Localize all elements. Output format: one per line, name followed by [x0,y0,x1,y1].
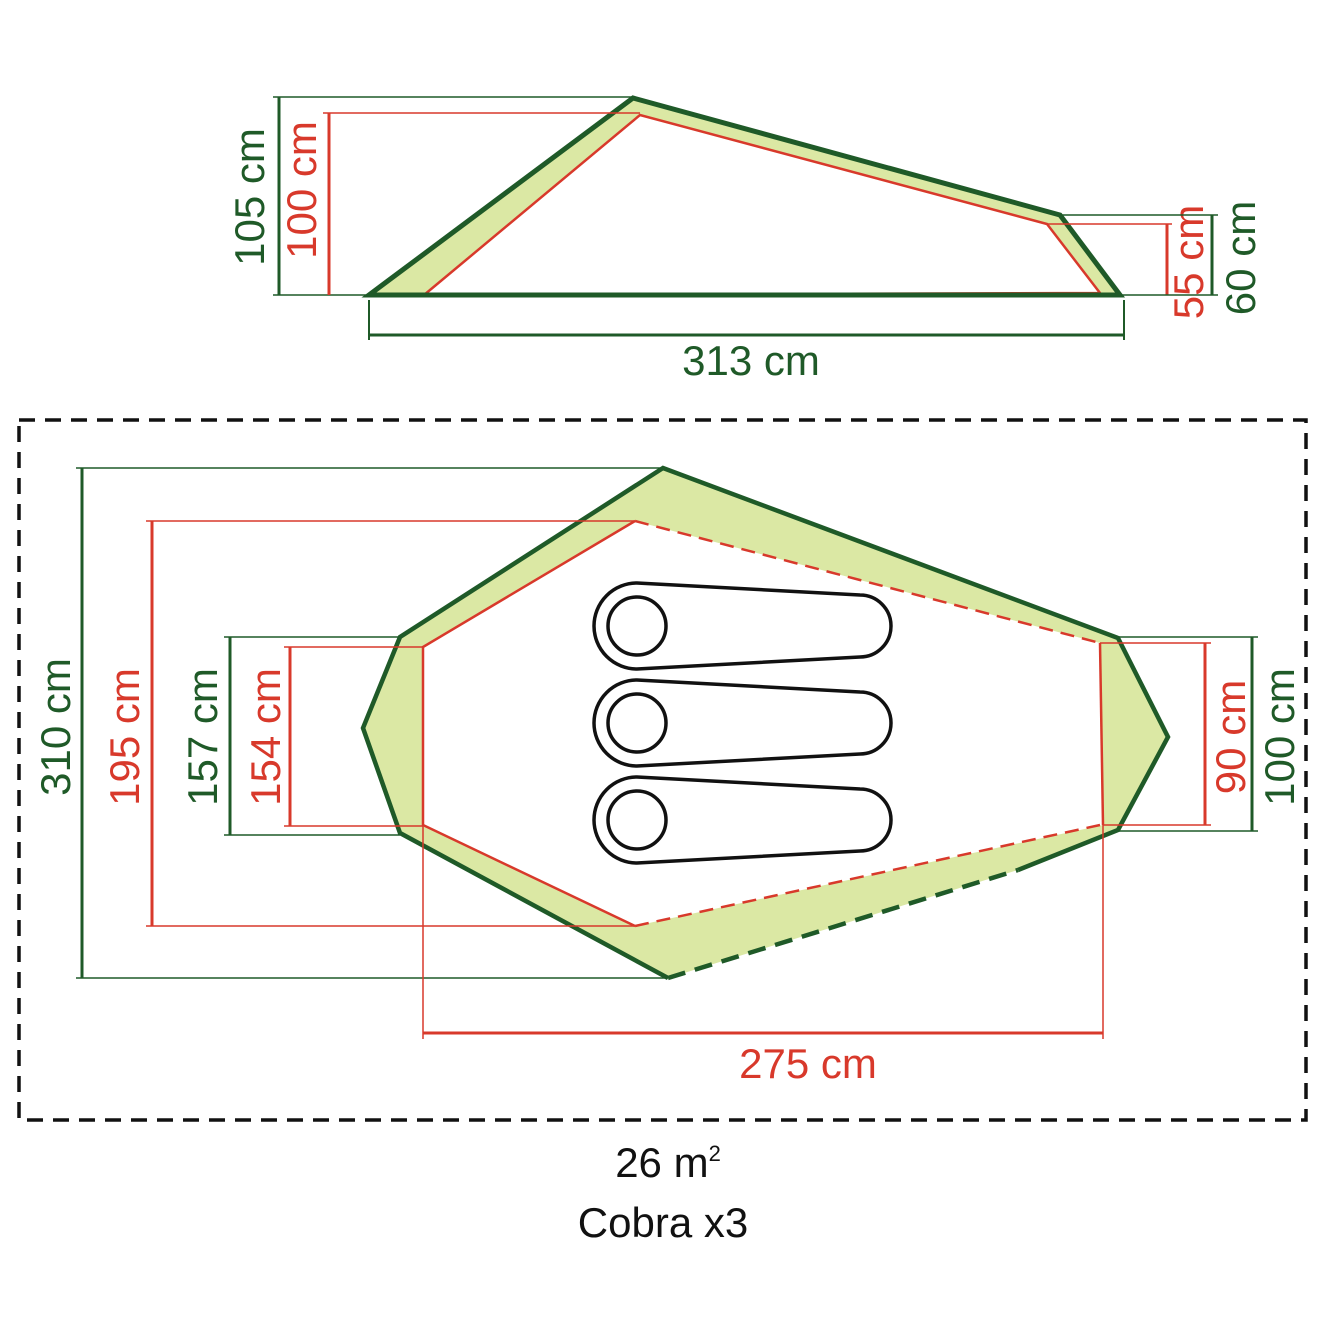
label-outer-rear-width: 100 cm [1256,668,1303,806]
label-inner-height: 100 cm [278,121,325,259]
floor-inner-tent-left [421,519,636,928]
dim-inner-width [422,825,1104,1039]
floor-inner-tent [1098,642,1105,826]
sleeping-bag-icon [592,775,893,865]
label-outer-rear-height: 60 cm [1217,201,1264,315]
label-inner-front-width: 154 cm [242,668,289,806]
dim-outer-front-width [224,636,400,836]
floor-outer-vestibule-dashed [667,867,1019,981]
floor-inner-door-top [634,519,1101,645]
floor-inner-door-bottom [634,823,1101,928]
dim-inner-length [146,520,635,927]
label-inner-width: 275 cm [739,1040,877,1087]
dim-outer-rear-height [1060,214,1218,296]
label-length: 313 cm [682,337,820,384]
dim-length [368,300,1125,340]
dim-inner-height [323,112,640,295]
footprint-area: 26 m2 [615,1139,721,1186]
sleeping-bag-icon [592,581,893,671]
dim-inner-rear-width [1100,642,1211,826]
side-view: 105 cm 100 cm 55 cm 60 cm 313 cm [226,95,1264,384]
floor-plan: 310 cm 195 cm 157 cm 154 cm 90 cm [17,418,1308,1122]
dim-inner-rear-height [1047,223,1172,295]
label-outer-length: 310 cm [32,658,79,796]
label-inner-length: 195 cm [101,668,148,806]
dim-outer-height [273,96,633,296]
sleeping-bag-icon [592,678,893,768]
label-inner-rear-height: 55 cm [1165,205,1212,319]
label-outer-front-width: 157 cm [179,668,226,806]
model-name: Cobra x3 [578,1199,748,1246]
label-inner-rear-width: 90 cm [1207,680,1254,794]
dim-outer-length [76,467,668,979]
dim-inner-front-width [284,646,423,827]
footprint-boundary [17,418,1308,1122]
dim-outer-rear-width [1118,636,1258,832]
label-outer-height: 105 cm [226,128,273,266]
